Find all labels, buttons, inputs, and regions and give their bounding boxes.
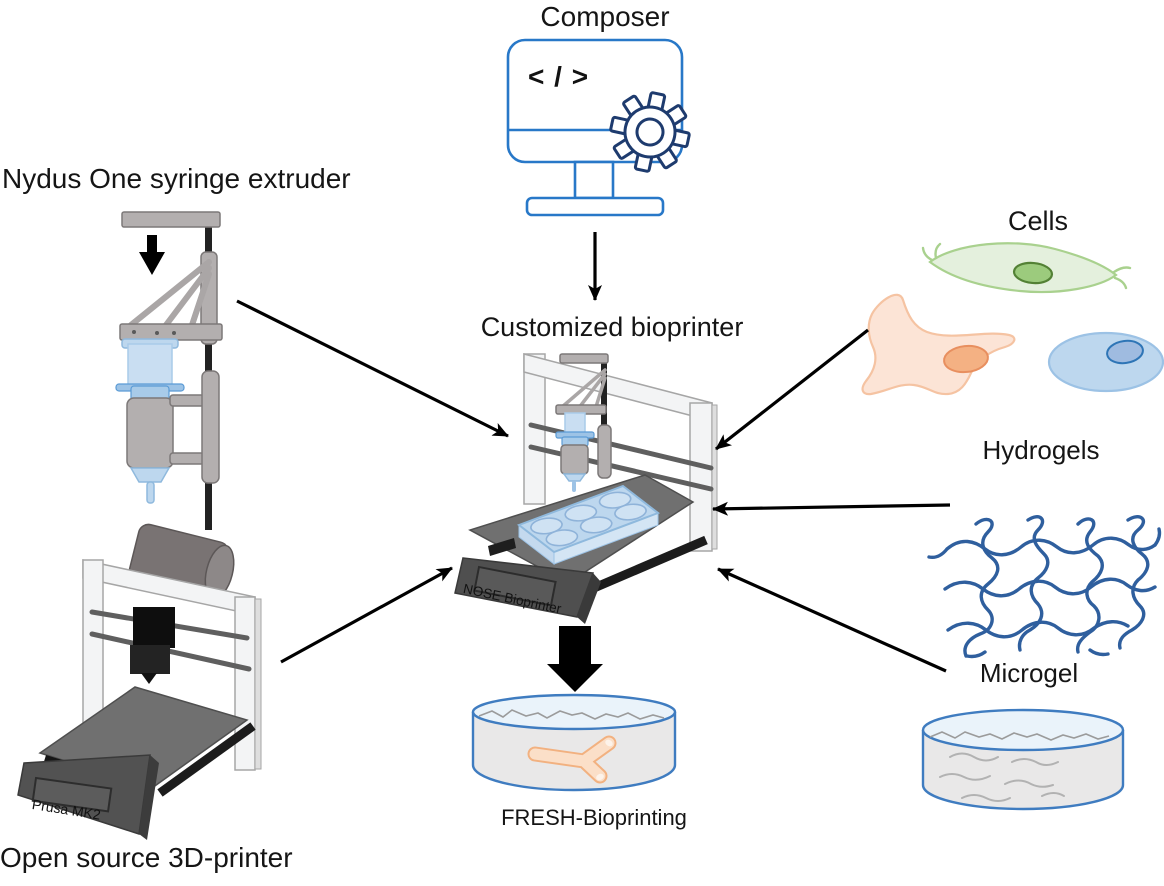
label-hydrogels: Hydrogels [982, 435, 1100, 465]
hydrogel-network-icon [927, 515, 1162, 659]
label-cells: Cells [1007, 206, 1068, 236]
gear-icon [609, 91, 691, 173]
well-plate [519, 486, 658, 566]
down-arrow-icon [139, 235, 165, 275]
cells-illustration [861, 242, 1164, 396]
prusa-front-panel: Prusa MK2 [17, 754, 159, 840]
bioprinter-illustration: NOSE Bioprinter [454, 353, 718, 624]
arrow-microgel-to-bioprinter [717, 567, 947, 673]
nydus-extruder-illustration [115, 211, 223, 530]
label-composer: Composer [540, 1, 670, 32]
cell-green [921, 242, 1132, 294]
label-nydus-extruder: Nydus One syringe extruder [2, 163, 351, 194]
arrow-printer-to-bioprinter [280, 566, 453, 664]
syringe-icon [115, 338, 185, 504]
arrow-extruder-to-bioprinter [236, 299, 509, 438]
cell-orange [861, 293, 1016, 396]
arrow-cells-to-bioprinter [715, 328, 869, 451]
composer-monitor-icon: < / > [506, 38, 684, 217]
arrow-bioprinter-to-fresh [547, 626, 603, 692]
flow-arrows [236, 232, 951, 692]
label-customized-bioprinter: Customized bioprinter [480, 312, 744, 342]
code-icon: < / > [528, 61, 589, 92]
label-fresh-bioprinting: FRESH-Bioprinting [501, 805, 687, 830]
label-microgel: Microgel [979, 658, 1079, 688]
printed-y-construct [527, 735, 617, 784]
arrow-hydrogels-to-bioprinter [712, 501, 951, 516]
extruder-head-icon [130, 607, 175, 684]
cell-blue [1047, 331, 1164, 393]
fresh-petri-dish-icon [471, 693, 677, 792]
microgel-dish-icon [921, 708, 1125, 811]
prusa-printer-illustration: Prusa MK2 [17, 523, 262, 840]
label-open-source-printer: Open source 3D-printer [0, 842, 293, 873]
bioprinter-syringe-icon [555, 412, 595, 492]
